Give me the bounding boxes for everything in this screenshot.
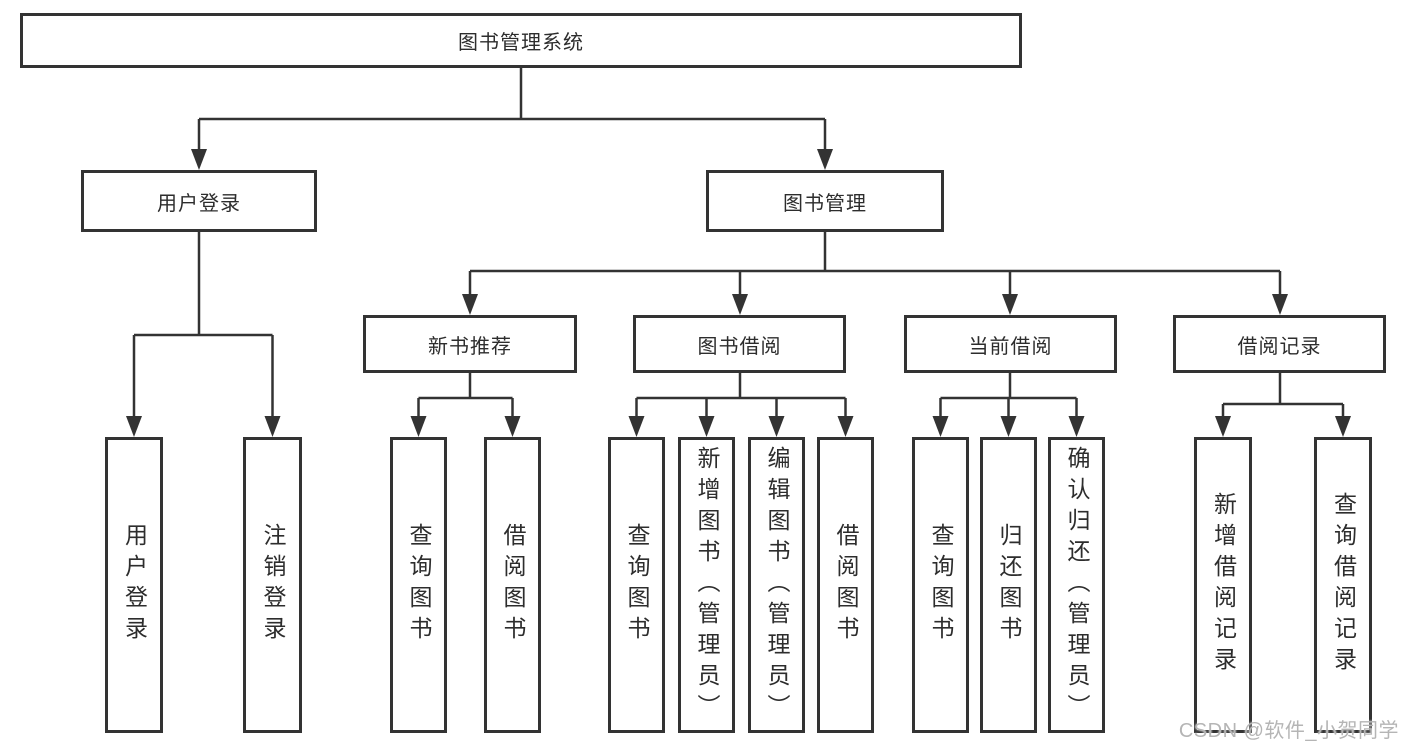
leaf-label: 注销登录	[260, 523, 286, 647]
leaf-borrow-books-1: 借阅图书	[484, 437, 541, 733]
node-label: 图书管理系统	[458, 32, 584, 54]
leaf-label: 编辑图书（管理员）	[764, 445, 790, 725]
node-borrowing-records: 借阅记录	[1173, 315, 1386, 373]
leaf-label: 查询图书	[406, 523, 432, 647]
node-label: 新书推荐	[428, 335, 512, 358]
leaf-label: 借阅图书	[833, 523, 859, 647]
leaf-user-login: 用户登录	[105, 437, 163, 733]
node-user-login: 用户登录	[81, 170, 317, 232]
leaf-edit-books-admin: 编辑图书（管理员）	[748, 437, 805, 733]
leaf-label: 查询图书	[928, 523, 954, 647]
node-label: 借阅记录	[1237, 335, 1322, 358]
leaf-return-books: 归还图书	[980, 437, 1037, 733]
connector-current-to-leaves	[939, 373, 1078, 419]
leaf-add-borrow-record: 新增借阅记录	[1194, 437, 1252, 733]
leaf-label: 借阅图书	[500, 523, 526, 647]
connector-newbook-to-leaves	[417, 373, 514, 419]
node-book-borrowing: 图书借阅	[633, 315, 846, 373]
leaf-query-books-3: 查询图书	[912, 437, 969, 733]
leaf-borrow-books-2: 借阅图书	[817, 437, 874, 733]
node-library-management-system: 图书管理系统	[20, 13, 1022, 68]
leaf-label: 用户登录	[121, 523, 148, 647]
node-label: 图书管理	[783, 192, 867, 215]
leaf-add-books-admin: 新增图书（管理员）	[678, 437, 735, 733]
leaf-query-books-1: 查询图书	[390, 437, 447, 733]
leaf-query-borrow-record: 查询借阅记录	[1314, 437, 1372, 733]
connector-bookmgmt-to-level3	[468, 232, 1282, 297]
node-current-borrowing: 当前借阅	[904, 315, 1117, 373]
leaf-label: 查询借阅记录	[1330, 492, 1357, 678]
connector-root-to-level2	[197, 68, 827, 152]
leaf-confirm-return-admin: 确认归还（管理员）	[1048, 437, 1105, 733]
leaf-label: 归还图书	[996, 523, 1022, 647]
node-label: 用户登录	[157, 192, 241, 215]
leaf-query-books-2: 查询图书	[608, 437, 665, 733]
leaf-label: 查询图书	[624, 523, 650, 647]
connector-borrow-to-leaves	[635, 373, 847, 419]
csdn-watermark: CSDN @软件_小贺同学	[1178, 720, 1399, 742]
leaf-logout: 注销登录	[243, 437, 302, 733]
connector-login-to-leaves	[132, 232, 274, 419]
leaf-label: 新增借阅记录	[1210, 492, 1237, 678]
leaf-label: 新增图书（管理员）	[694, 445, 720, 725]
node-label: 当前借阅	[968, 335, 1053, 358]
arrowheads	[126, 149, 1351, 437]
connector-records-to-leaves	[1221, 373, 1345, 419]
node-new-book-recommend: 新书推荐	[363, 315, 577, 373]
leaf-label: 确认归还（管理员）	[1064, 445, 1090, 725]
node-book-management: 图书管理	[706, 170, 944, 232]
node-label: 图书借阅	[697, 335, 782, 358]
